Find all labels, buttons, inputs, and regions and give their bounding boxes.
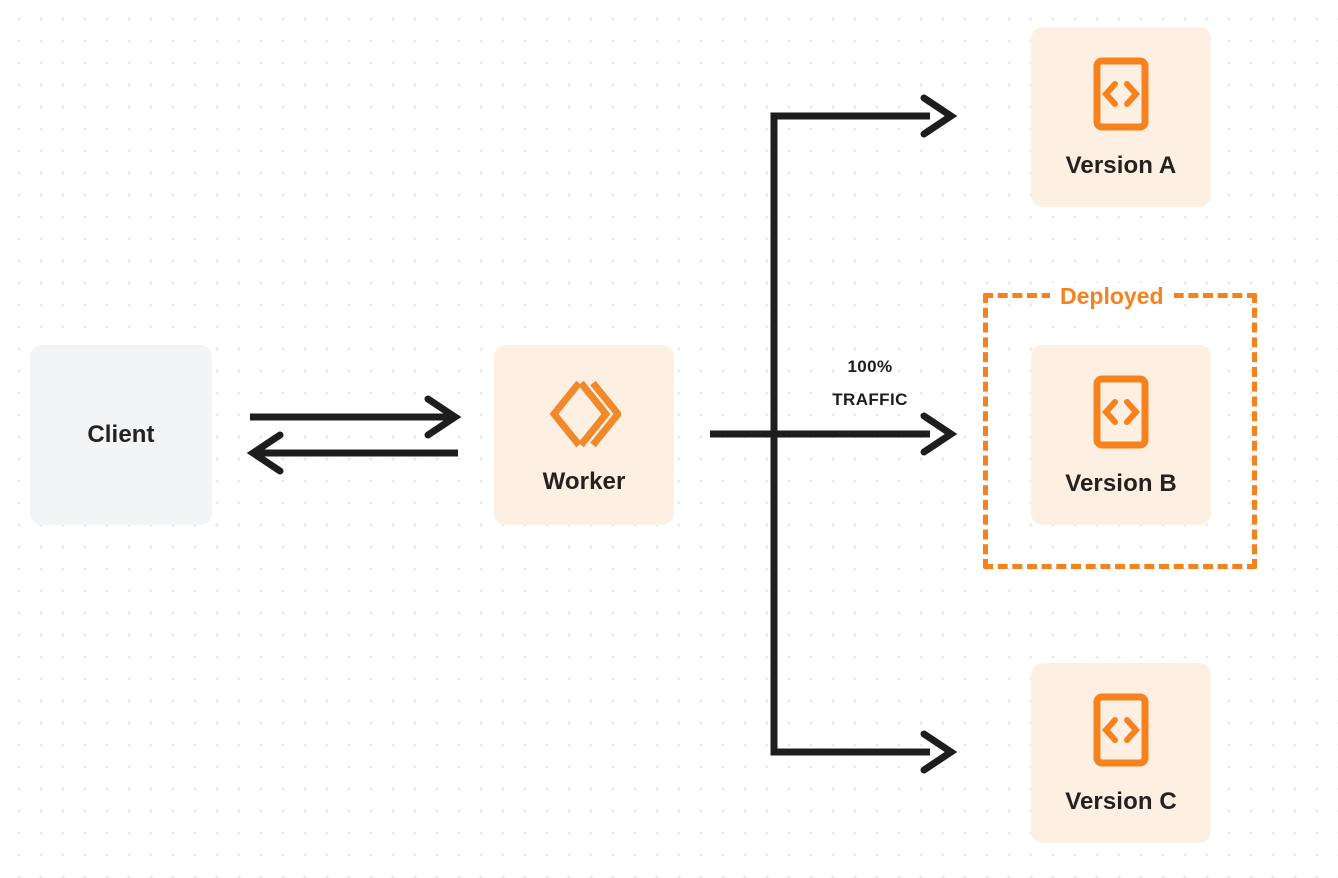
arrow-worker-to-version-a (771, 94, 958, 138)
node-version-a-label: Version A (1065, 151, 1177, 179)
cloudflare-workers-icon (547, 377, 623, 456)
node-worker[interactable]: Worker (494, 345, 674, 525)
code-document-icon (1093, 375, 1149, 454)
node-version-b[interactable]: Version B (1031, 345, 1211, 525)
arrow-worker-to-version-c (771, 730, 958, 774)
node-version-b-label: Version B (1065, 469, 1177, 497)
node-version-c-label: Version C (1065, 787, 1177, 815)
arrow-client-to-worker (250, 395, 462, 439)
traffic-percent: 100% (847, 357, 893, 376)
traffic-word: TRAFFIC (832, 390, 908, 409)
arrow-worker-to-version-b (710, 412, 958, 456)
code-document-icon (1093, 57, 1149, 136)
node-client-label: Client (87, 421, 155, 448)
deployed-label: Deployed (1050, 283, 1174, 309)
node-worker-label: Worker (542, 467, 626, 495)
node-version-c[interactable]: Version C (1031, 663, 1211, 843)
node-client[interactable]: Client (30, 345, 212, 525)
code-document-icon (1093, 693, 1149, 772)
traffic-label: 100% TRAFFIC (790, 350, 950, 416)
node-version-a[interactable]: Version A (1031, 27, 1211, 207)
arrow-worker-to-client (246, 431, 458, 475)
